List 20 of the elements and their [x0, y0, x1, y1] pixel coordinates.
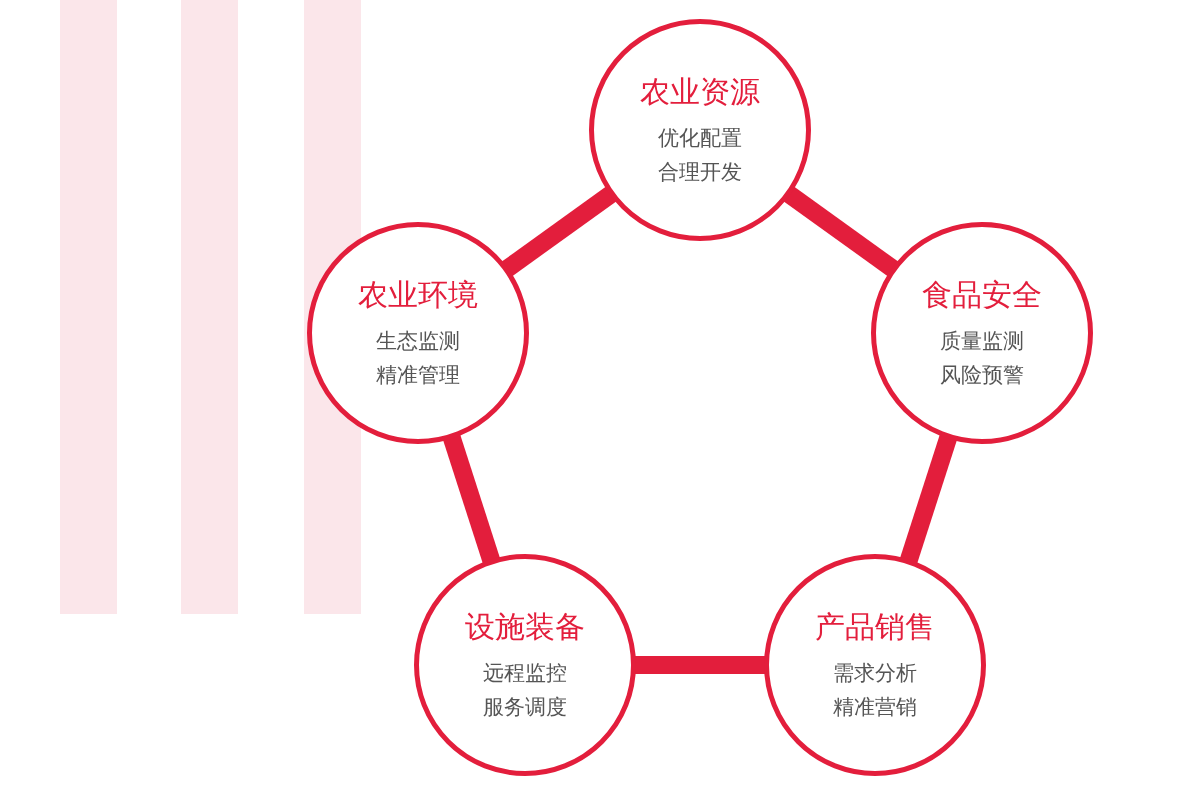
connector-bar	[782, 185, 900, 278]
circle-text: 服务调度	[483, 693, 567, 721]
connector-bar	[500, 185, 618, 278]
circle-title: 农业资源	[640, 72, 760, 111]
circle-text: 需求分析	[833, 659, 917, 687]
circle-title: 产品销售	[815, 607, 935, 646]
circle-text: 精准营销	[833, 693, 917, 721]
circle-title: 设施装备	[465, 607, 585, 646]
connector-bar	[899, 433, 958, 565]
circle-title: 食品安全	[922, 275, 1042, 314]
circle-text: 远程监控	[483, 659, 567, 687]
circle-text: 合理开发	[658, 158, 742, 186]
circle-text: 生态监测	[376, 327, 460, 355]
circle-text: 优化配置	[658, 124, 742, 152]
circle-text: 精准管理	[376, 361, 460, 389]
connector-bar	[633, 656, 767, 674]
connector-bar	[442, 433, 501, 565]
circle-text: 质量监测	[940, 327, 1024, 355]
circle-title: 农业环境	[358, 275, 478, 314]
circle-text: 风险预警	[940, 361, 1024, 389]
